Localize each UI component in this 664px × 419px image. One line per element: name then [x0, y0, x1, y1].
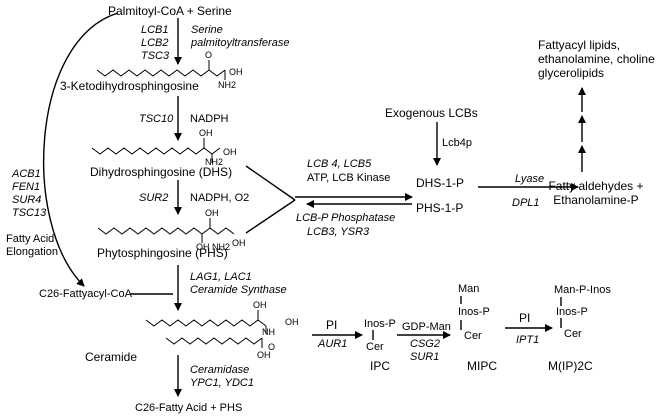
label-nadph: NADPH [190, 113, 229, 125]
ceramide-chain-upper [145, 319, 267, 327]
label-tsc13: TSC13 [12, 207, 47, 219]
label-csg2: CSG2 [410, 338, 440, 350]
node-dihydrosphingosine: Dihydrosphingosine (DHS) [90, 165, 233, 179]
fatty-aldehydes-line-1: Fatty aldehydes + [548, 179, 644, 193]
label-ypc1-ydc1: YPC1, YDC1 [190, 377, 254, 389]
label-elongation: Elongation [6, 246, 58, 258]
label-fatty-acid: Fatty Acid [6, 233, 55, 245]
label-pi-1: PI [326, 318, 338, 332]
atom-ketone-o: O [205, 50, 213, 60]
label-dpl1: DPL1 [512, 197, 540, 209]
atom-ceramide-oh-3: OH [257, 350, 271, 360]
label-ceramidase: Ceramidase [190, 364, 250, 376]
label-lcb1: LCB1 [141, 24, 169, 36]
mipc-man: Man [458, 283, 480, 295]
atom-dhs-oh: OH [199, 128, 213, 138]
label-sur2: SUR2 [139, 192, 169, 204]
line-dhs-converge [245, 165, 296, 201]
atom-phs-nh2: NH2 [212, 242, 231, 252]
line-phs-converge [245, 199, 296, 234]
label-lcb2: LCB2 [141, 37, 169, 49]
ipc-inos-p: Inos-P [364, 318, 396, 330]
node-dhs-1-p: DHS-1-P [416, 176, 465, 190]
label-ceramide-synthase: Ceramide Synthase [190, 284, 287, 296]
atom-ceramide-oh: OH [253, 300, 267, 310]
phs-chain [97, 227, 235, 235]
node-palmitoyl-coa-serine: Palmitoyl-CoA + Serine [108, 4, 232, 18]
ceramide-chain-lower [165, 337, 263, 345]
arrow-fatty-acid-elongation [43, 12, 119, 287]
node-c26-fatty-acid-phs: C26-Fatty Acid + PHS [135, 402, 243, 414]
fattyacyl-lipids-line-1: Fattyacyl lipids, [538, 38, 621, 52]
label-aur1: AUR1 [318, 338, 348, 350]
node-exogenous-lcbs: Exogenous LCBs [385, 106, 478, 120]
fatty-aldehydes-line-2: Ethanolamine-P [553, 193, 639, 207]
label-fen1: FEN1 [12, 181, 41, 193]
atom-phs-oh: OH [196, 242, 210, 252]
label-ipt1: IPT1 [516, 334, 540, 346]
node-c26-fattyacyl-coa: C26-Fattyacyl-CoA [39, 288, 132, 300]
fattyacyl-lipids-line-3: glycerolipids [538, 66, 605, 80]
label-tsc10: TSC10 [139, 113, 174, 125]
mipc-cer: Cer [464, 330, 482, 342]
node-fattyacyl-lipids: Fattyacyl lipids, ethanolamine, choline … [538, 38, 655, 80]
label-atp-lcb-kinase: ATP, LCB Kinase [307, 172, 391, 184]
label-sur4: SUR4 [12, 194, 42, 206]
label-lcb4-lcb5: LCB 4, LCB5 [307, 158, 372, 170]
label-lcbp-phosphatase: LCB-P Phosphatase [296, 212, 396, 224]
atom-phs-oh-c: OH [232, 238, 246, 248]
node-ceramide: Ceramide [85, 350, 138, 364]
label-gdp-man: GDP-Man [402, 321, 451, 333]
node-mipc: MIPC [467, 359, 497, 373]
atom-dhs-nh2: NH2 [205, 157, 224, 167]
label-palmitoyltransferase: palmitoyltransferase [191, 37, 290, 49]
mip2c-man-p-inos: Man-P-Inos [554, 284, 611, 296]
dhs-chain [91, 147, 221, 155]
atom-ceramide-o: O [268, 342, 276, 352]
node-ipc: IPC [370, 359, 391, 373]
ipc-cer: Cer [366, 341, 384, 353]
node-fatty-aldehydes: Fatty aldehydes + Ethanolamine-P [536, 179, 656, 207]
node-3-ketodihydrosphingosine: 3-Ketodihydrosphingosine [60, 79, 199, 93]
label-serine: Serine [191, 24, 223, 36]
node-phytosphingosine: Phytosphingosine (PHS) [97, 246, 228, 260]
atom-ketone-oh: OH [229, 67, 243, 77]
atom-phs-oh-b: OH [205, 208, 219, 218]
label-lag1-lac1: LAG1, LAC1 [190, 271, 252, 283]
atom-dhs-oh-2: OH [223, 147, 237, 157]
atom-ketone-nh2: NH2 [218, 80, 237, 90]
node-mip2c: M(IP)2C [548, 359, 593, 373]
mip2c-inos-p: Inos-P [556, 306, 588, 318]
label-lcb3-ysr3: LCB3, YSR3 [307, 226, 370, 238]
mip2c-cer: Cer [564, 328, 582, 340]
mipc-inos-p: Inos-P [458, 306, 490, 318]
label-acb1: ACB1 [12, 168, 41, 180]
label-tsc3: TSC3 [141, 50, 170, 62]
label-lyase: Lyase [515, 173, 545, 185]
label-nadph-o2: NADPH, O2 [190, 192, 250, 204]
label-sur1: SUR1 [410, 351, 440, 363]
atom-ceramide-oh-2: OH [285, 317, 299, 327]
atom-ceramide-nh: NH [262, 327, 275, 337]
label-pi-2: PI [519, 311, 531, 325]
ketodihydrosphingosine-chain [96, 69, 226, 77]
node-phs-1-p: PHS-1-P [416, 201, 464, 215]
label-lcb4p: Lcb4p [442, 137, 472, 149]
fattyacyl-lipids-line-2: ethanolamine, choline [538, 52, 655, 66]
